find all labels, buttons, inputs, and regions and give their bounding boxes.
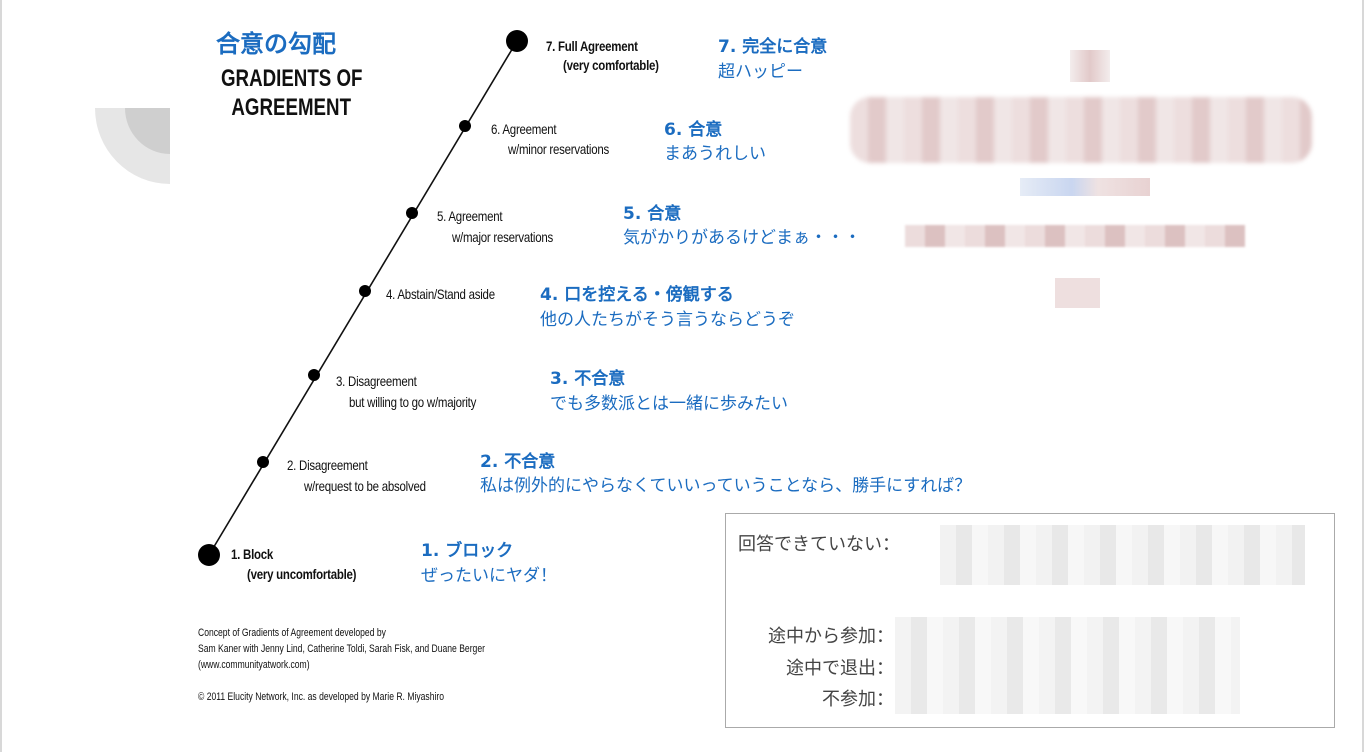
credits: Concept of Gradients of Agreement develo…	[198, 625, 485, 705]
level-6-jp-desc: まあうれしい	[664, 144, 766, 164]
title-japanese: 合意の勾配	[216, 30, 336, 58]
joined-midway-label: 途中から参加：	[768, 626, 894, 647]
redacted-content	[895, 617, 1240, 714]
credit-line: Concept of Gradients of Agreement develo…	[198, 627, 386, 639]
level-5-jp-title: 5. 合意	[623, 204, 682, 224]
left-midway-label: 途中で退出：	[786, 658, 894, 679]
level-4-jp-title: 4. 口を控える・傍観する	[540, 285, 734, 305]
level-7-en-title: 7. Full Agreement	[546, 38, 638, 54]
level-2-jp-title: 2. 不合意	[480, 452, 556, 472]
decorative-arc-shape	[95, 108, 170, 184]
redacted-content	[905, 225, 1245, 247]
level-3-dot	[308, 369, 320, 381]
level-6-en-sub: w/minor reservations	[508, 141, 609, 157]
level-4-en-title: 4. Abstain/Stand aside	[386, 286, 495, 302]
level-1-en-sub: (very uncomfortable)	[247, 566, 357, 582]
attendance-status-box	[725, 513, 1335, 728]
credit-line: (www.communityatwork.com)	[198, 659, 310, 671]
redacted-content	[940, 525, 1305, 585]
title-english-line1: GRADIENTS OF	[221, 65, 363, 92]
level-1-dot	[198, 544, 220, 566]
level-5-jp-desc: 気がかりがあるけどまぁ・・・	[623, 228, 861, 248]
level-7-jp-desc: 超ハッピー	[718, 62, 803, 82]
unanswered-label: 回答できていない：	[738, 534, 900, 555]
copyright-line: © 2011 Elucity Network, Inc. as develope…	[198, 691, 445, 703]
level-6-dot	[459, 120, 471, 132]
level-4-jp-desc: 他の人たちがそう言うならどうぞ	[540, 310, 795, 330]
title-english-line2: AGREEMENT	[231, 94, 352, 121]
level-5-en-sub: w/major reservations	[452, 229, 553, 245]
absent-label: 不参加：	[822, 689, 894, 710]
level-3-en-title: 3. Disagreement	[336, 373, 417, 389]
level-7-jp-title: 7. 完全に合意	[718, 37, 828, 57]
level-2-en-title: 2. Disagreement	[287, 457, 368, 473]
level-2-dot	[257, 456, 269, 468]
title-english: GRADIENTS OF AGREEMENT	[221, 64, 363, 122]
redacted-content	[1070, 50, 1110, 82]
level-3-en-sub: but willing to go w/majority	[349, 394, 477, 410]
redacted-content	[850, 97, 1312, 163]
level-2-jp-desc: 私は例外的にやらなくていいっていうことなら、勝手にすれば？	[480, 476, 972, 496]
level-2-en-sub: w/request to be absolved	[304, 478, 426, 494]
level-5-dot	[406, 207, 418, 219]
credit-line: Sam Kaner with Jenny Lind, Catherine Tol…	[198, 643, 485, 655]
level-7-en-sub: (very comfortable)	[563, 57, 659, 73]
level-3-jp-title: 3. 不合意	[550, 369, 626, 389]
level-6-jp-title: 6. 合意	[664, 120, 723, 140]
level-4-dot	[359, 285, 371, 297]
level-7-dot	[506, 30, 528, 52]
redacted-content	[1055, 278, 1100, 308]
redacted-content	[1020, 178, 1150, 196]
level-3-jp-desc: でも多数派とは一緒に歩みたい	[550, 394, 788, 414]
level-1-jp-desc: ぜったいにヤダ！	[421, 566, 557, 586]
level-1-en-title: 1. Block	[231, 546, 274, 562]
level-5-en-title: 5. Agreement	[437, 208, 503, 224]
level-1-jp-title: 1. ブロック	[421, 541, 514, 561]
level-6-en-title: 6. Agreement	[491, 121, 557, 137]
